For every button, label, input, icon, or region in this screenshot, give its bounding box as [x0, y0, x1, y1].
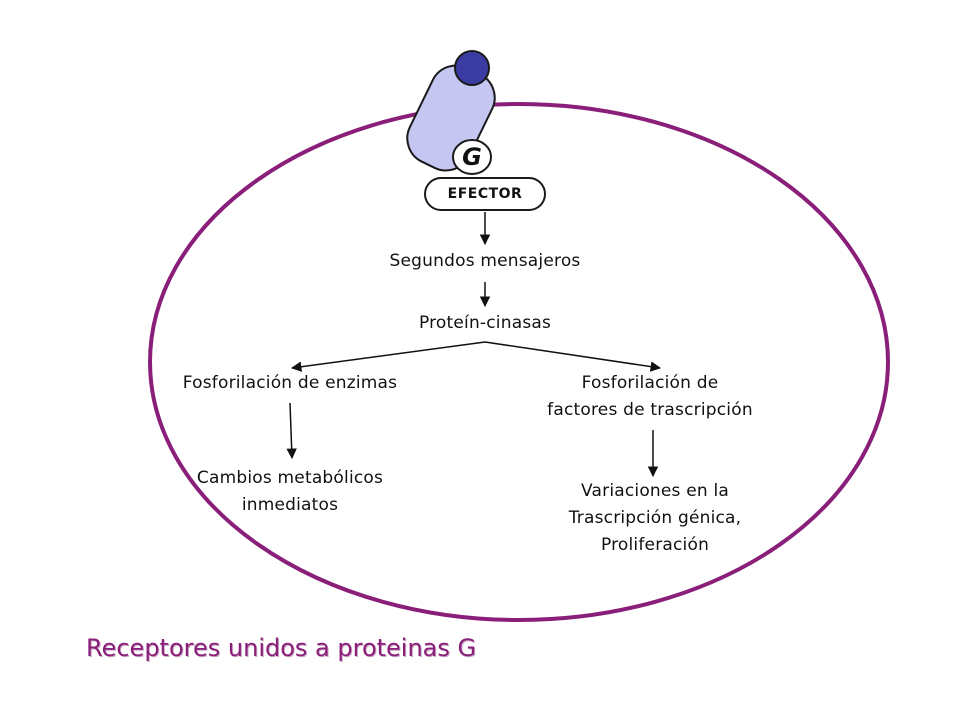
enzyme-phosphorylation-label: Fosforilación de enzimas	[150, 370, 430, 397]
diagram-caption: Receptores unidos a proteinas G	[86, 634, 477, 662]
arrow-kinases-to-transcription-factors	[484, 341, 662, 372]
protein-kinases-text: Proteín-cinasas	[418, 313, 552, 333]
transcription-changes-line-3: Proliferación	[600, 535, 710, 555]
effector-box	[424, 177, 546, 211]
second-messengers-label: Segundos mensajeros	[365, 248, 605, 275]
arrow-kinases-to-enzymes	[290, 341, 486, 372]
tf-phosphorylation-line-1: Fosforilación de	[581, 373, 719, 393]
ligand-circle	[454, 50, 490, 86]
metabolic-changes-line-2: inmediatos	[241, 495, 339, 515]
transcription-changes-label: Variaciones en la Trascripción génica, P…	[530, 478, 780, 559]
arrow-enzymes-to-metabolic-changes	[286, 402, 297, 460]
transcription-changes-line-2: Trascripción génica,	[568, 508, 742, 528]
metabolic-changes-line-1: Cambios metabólicos	[196, 468, 384, 488]
enzyme-phosphorylation-text: Fosforilación de enzimas	[182, 373, 398, 393]
tf-phosphorylation-line-2: factores de trascripción	[547, 400, 753, 420]
g-protein-shape	[452, 139, 492, 175]
protein-kinases-label: Proteín-cinasas	[375, 310, 595, 337]
transcription-factor-phosphorylation-label: Fosforilación de factores de trascripció…	[505, 370, 795, 424]
cell-membrane	[148, 102, 890, 622]
second-messengers-text: Segundos mensajeros	[389, 251, 581, 271]
transcription-changes-line-1: Variaciones en la	[581, 481, 729, 501]
effector-label: EFECTOR	[447, 186, 523, 202]
g-protein-label: G	[462, 143, 482, 171]
metabolic-changes-label: Cambios metabólicos inmediatos	[170, 465, 410, 519]
